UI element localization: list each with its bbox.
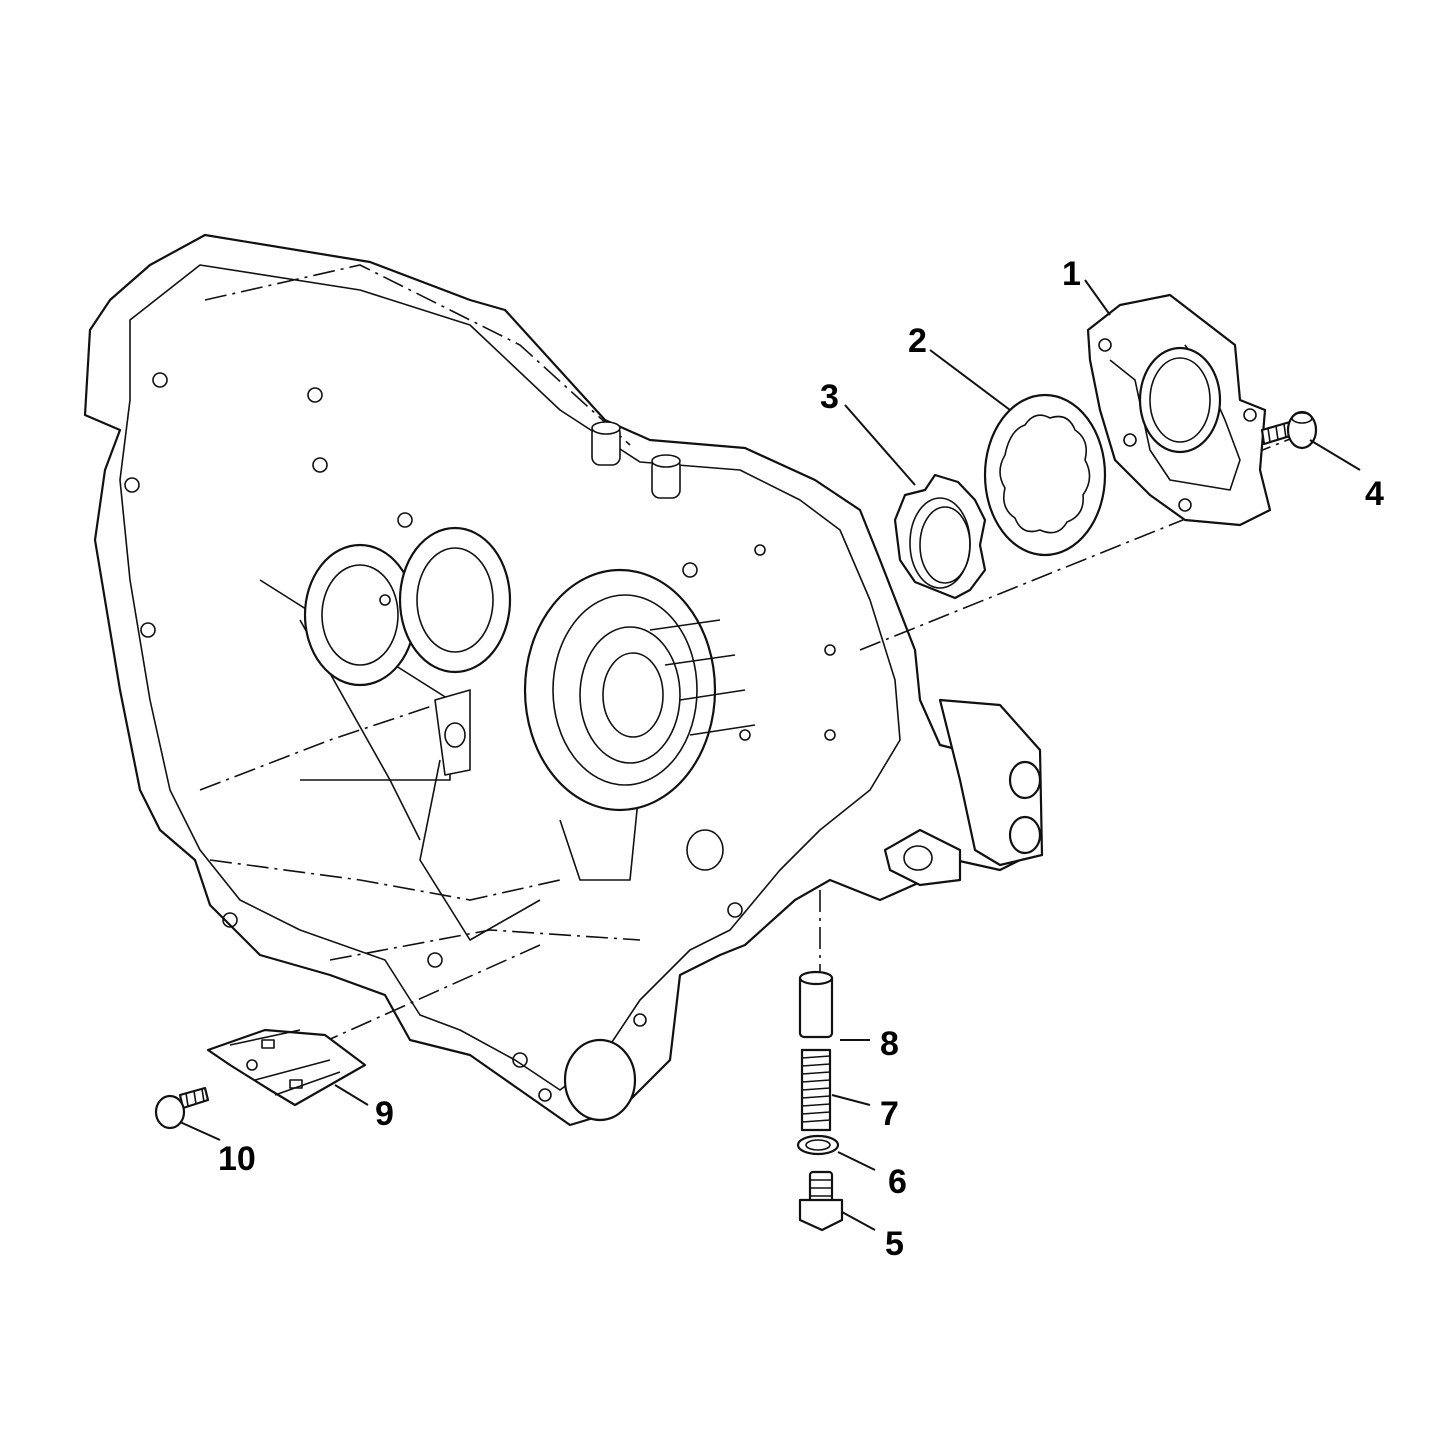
part-8-sleeve	[798, 970, 834, 1039]
callout-3: 3	[820, 378, 839, 416]
callout-10: 10	[218, 1140, 256, 1178]
part-7-spring	[800, 1048, 832, 1132]
crankcase-housing	[83, 233, 1044, 1127]
callout-4: 4	[1365, 475, 1384, 513]
callout-labels: 1 2 3 4 5 6 7 8 9 10	[218, 255, 1384, 1263]
callout-1: 1	[1062, 255, 1081, 293]
part-9-oil-screen	[206, 1028, 367, 1107]
part-1-pump-cover	[1086, 293, 1272, 527]
part-6-washer	[796, 1134, 840, 1156]
part-3-inner-rotor	[893, 473, 987, 600]
part-4-screw	[1260, 410, 1318, 450]
part-10-screw	[154, 1086, 210, 1130]
callout-8: 8	[880, 1025, 899, 1063]
callout-6: 6	[888, 1163, 907, 1201]
callout-7: 7	[880, 1095, 899, 1133]
callout-leaders	[179, 279, 1361, 1231]
callout-2: 2	[908, 322, 927, 360]
callout-5: 5	[885, 1225, 904, 1263]
part-5-plug-bolt	[798, 1170, 844, 1232]
part-2-outer-rotor	[983, 393, 1107, 557]
callout-9: 9	[375, 1095, 394, 1133]
